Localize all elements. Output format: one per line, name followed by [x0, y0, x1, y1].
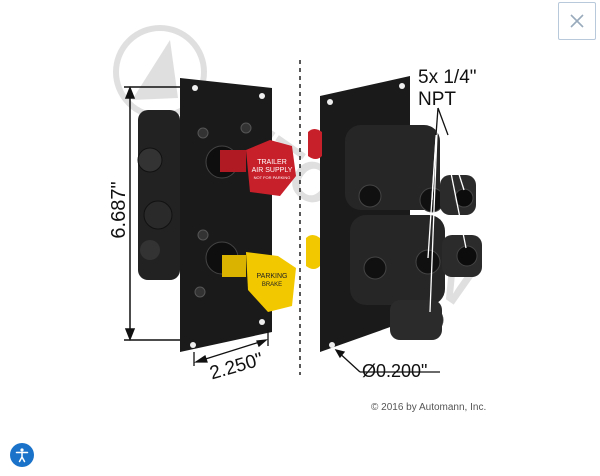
close-icon — [570, 14, 584, 28]
valve-panel-front — [137, 78, 272, 352]
close-button[interactable] — [558, 2, 596, 40]
red-knob-line1: TRAILER — [257, 159, 287, 166]
accessibility-icon — [15, 448, 29, 463]
ports-label-line2: NPT — [418, 89, 456, 110]
trailer-air-supply-knob: TRAILER AIR SUPPLY NOT FOR PARKING — [220, 140, 296, 196]
ports-label-line1: 5x 1/4" — [418, 67, 477, 88]
yellow-knob-line1: PARKING — [257, 273, 288, 280]
yellow-knob-line2: BRAKE — [262, 282, 282, 288]
valve-panel-rear — [306, 76, 482, 352]
red-knob-line2: AIR SUPPLY — [252, 167, 293, 174]
width-dimension — [193, 330, 269, 366]
copyright-text: © 2016 by Automann, Inc. — [371, 402, 487, 413]
hole-label: Ø0.200" — [362, 361, 427, 381]
height-label: 6.687" — [108, 181, 130, 238]
red-knob-line3: NOT FOR PARKING — [254, 175, 291, 180]
parking-brake-knob: PARKING BRAKE — [222, 252, 296, 312]
port-arrows-dark — [435, 107, 449, 136]
width-label: 2.250" — [207, 349, 265, 384]
accessibility-button[interactable] — [10, 443, 34, 467]
product-image: AUTOMANN 6.687" TRAILER AIR SUPPLY NOT F… — [108, 25, 486, 384]
hole-dimension — [334, 348, 440, 373]
